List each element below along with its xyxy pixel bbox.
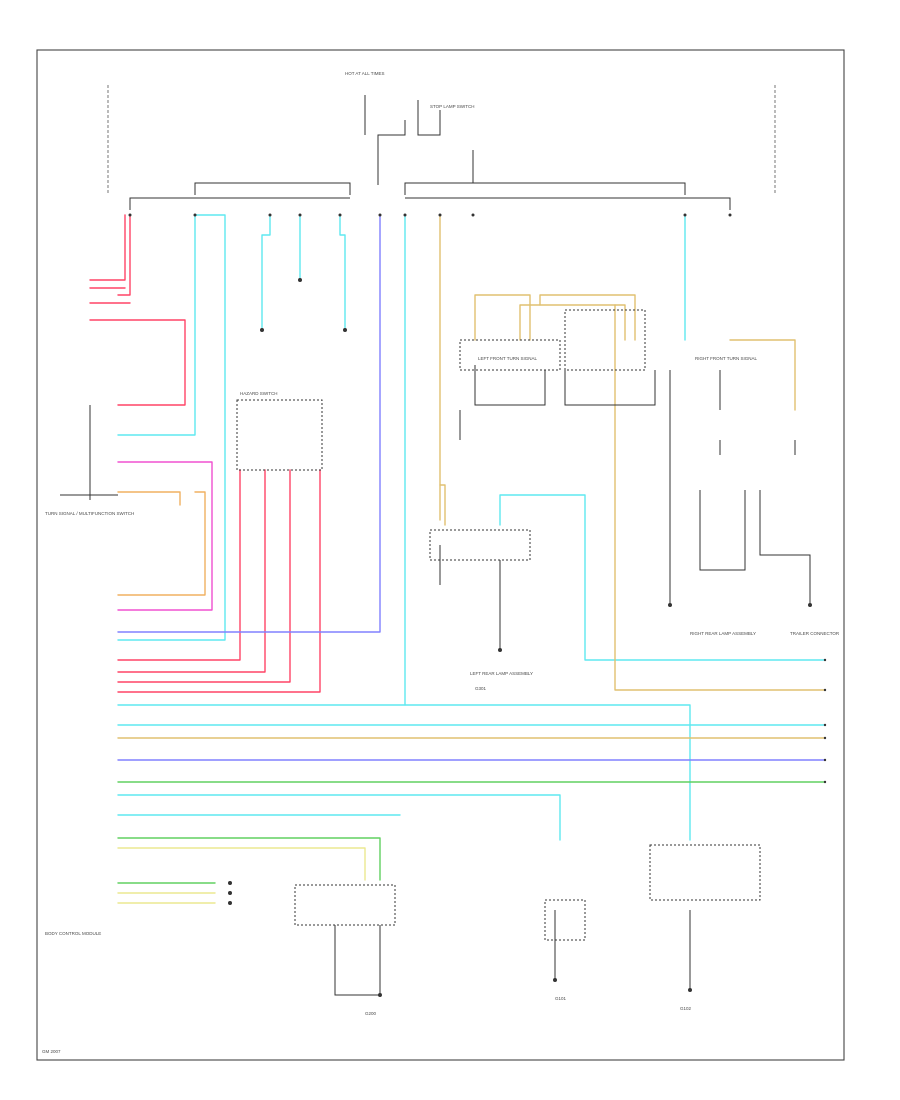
black-wire-group xyxy=(60,365,811,996)
green-wire-group xyxy=(117,781,826,884)
diagram-frame xyxy=(36,49,845,1061)
right-front-turn-label: RIGHT FRONT TURN SIGNAL xyxy=(695,356,758,361)
component-boxes xyxy=(236,309,761,941)
left-rear-lamp-box xyxy=(429,529,531,561)
ground-g3-label: G200 xyxy=(365,1011,377,1016)
turn-switch-label: TURN SIGNAL / MULTIFUNCTION SWITCH xyxy=(45,511,134,516)
brake-switch-box xyxy=(649,844,761,901)
right-front-lamp-box xyxy=(564,309,646,371)
darkred-wire-group xyxy=(117,469,321,693)
footer-label: GM 2007 xyxy=(42,1049,61,1054)
hazard-switch-box xyxy=(236,399,323,471)
cyan-wire-group xyxy=(117,214,826,841)
connector-dots xyxy=(128,213,812,997)
ground-g4-label: G301 xyxy=(475,686,487,691)
stop-switch-box xyxy=(544,899,586,941)
fuse-block-top xyxy=(129,95,731,210)
trailer-connector-label: TRAILER CONNECTOR xyxy=(790,631,840,636)
tan-wire-group xyxy=(117,214,826,739)
yellow-wire-group xyxy=(117,847,366,904)
red-wire-group xyxy=(89,214,186,406)
left-rear-lamp-label: LEFT REAR LAMP ASSEMBLY xyxy=(470,671,533,676)
blue-wire-group xyxy=(117,214,826,761)
bcm-label: BODY CONTROL MODULE xyxy=(45,931,101,936)
ground-g1-label: G101 xyxy=(555,996,567,1001)
ground-g2-label: G102 xyxy=(680,1006,692,1011)
orange-wire-group xyxy=(117,491,206,596)
left-front-lamp-box xyxy=(459,339,561,371)
left-front-turn-label: LEFT FRONT TURN SIGNAL xyxy=(478,356,538,361)
right-rear-lamp-label: RIGHT REAR LAMP ASSEMBLY xyxy=(690,631,756,636)
hazard-switch-label: HAZARD SWITCH xyxy=(240,391,278,396)
pink-wire-group xyxy=(117,461,213,611)
stop-lamp-label: STOP LAMP SWITCH xyxy=(430,104,475,109)
right-edge-terminals xyxy=(823,658,827,784)
fuse-block-label: HOT AT ALL TIMES xyxy=(345,71,385,76)
multifunction-switch-box xyxy=(294,884,396,926)
